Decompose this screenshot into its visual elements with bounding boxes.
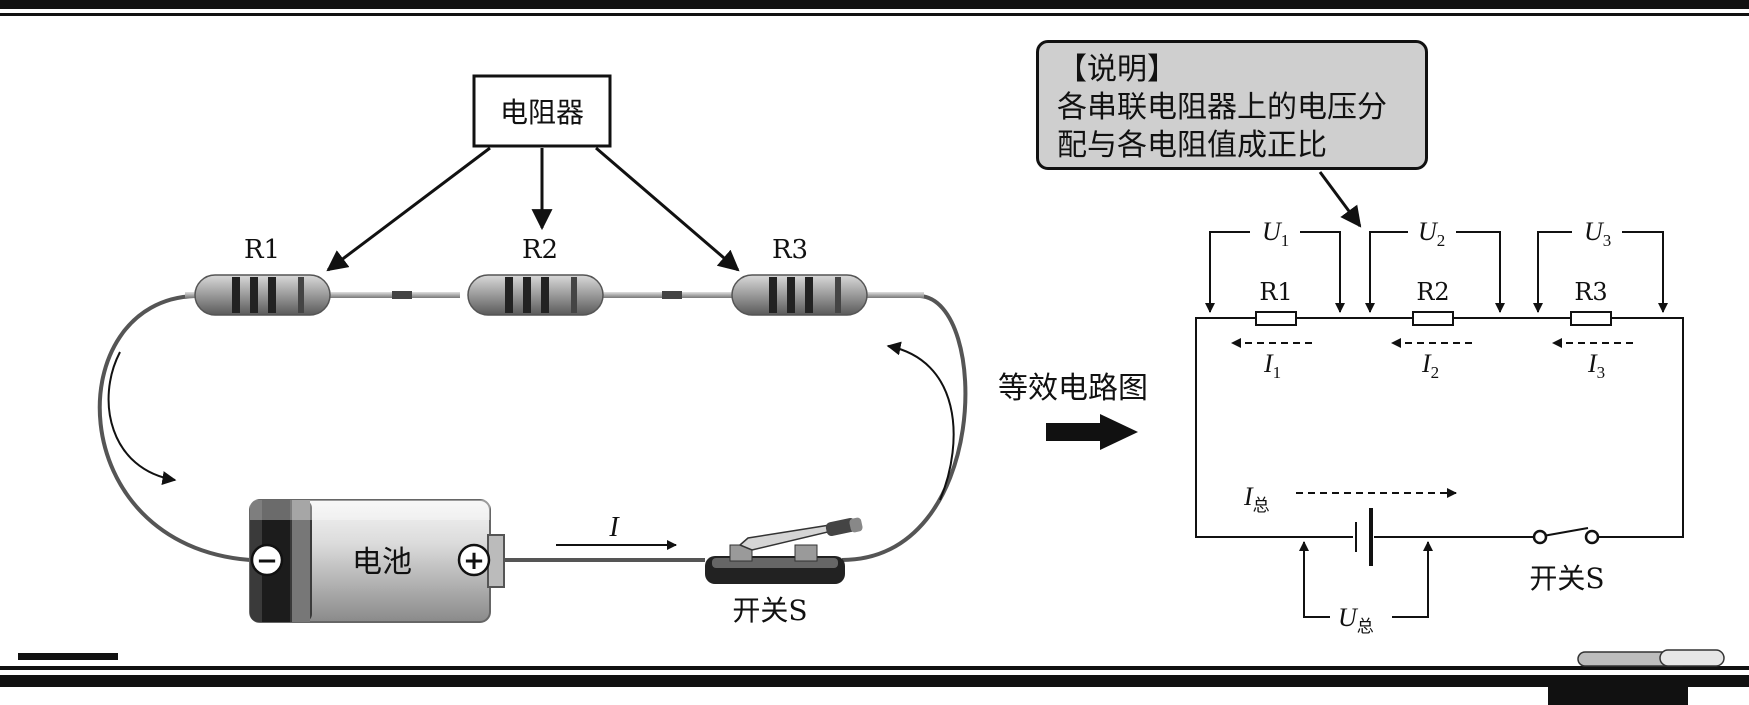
equiv-arrow <box>1046 414 1138 450</box>
resistor-r1 <box>194 274 331 316</box>
voltage-bracket-u1 <box>1209 231 1341 310</box>
pen-decoration <box>1577 649 1725 667</box>
total-voltage-label: U总 <box>1338 603 1374 636</box>
voltage-label-u3: U3 <box>1584 217 1611 250</box>
schematic-label-r2: R2 <box>1416 278 1449 306</box>
wire-resistor-chain <box>185 291 924 299</box>
battery-label: 电池 <box>352 545 412 580</box>
equiv-label: 等效电路图 <box>998 371 1148 406</box>
current-label-i1: I1 <box>1263 349 1281 382</box>
svg-text:−: − <box>256 546 278 576</box>
schematic-resistor-r3 <box>1570 311 1612 326</box>
top-border <box>0 0 1749 16</box>
schematic-label-r1: R1 <box>1259 278 1292 306</box>
note-pointer-arrow <box>1318 171 1362 228</box>
explanation-note: 【说明】 各串联电阻器上的电压分 配与各电阻值成正比 <box>1036 40 1428 170</box>
current-label-i3: I3 <box>1587 349 1605 382</box>
resistor-r3 <box>731 274 868 316</box>
wire-right <box>841 294 968 562</box>
total-voltage-bracket <box>1303 548 1429 618</box>
wire-left <box>97 294 251 562</box>
resistor-box <box>472 74 612 148</box>
schematic-loop <box>1195 317 1684 538</box>
current-label-i2: I2 <box>1421 349 1439 382</box>
resistor-pointer-arrows <box>326 146 740 272</box>
schematic-battery <box>1355 508 1373 566</box>
total-current-label: I总 <box>1243 482 1270 515</box>
svg-text:+: + <box>463 546 485 576</box>
schematic-resistor-r1 <box>1255 311 1297 326</box>
note-title: 【说明】 <box>1057 52 1177 87</box>
note-line-2: 配与各电阻值成正比 <box>1057 128 1327 163</box>
resistor-r2 <box>467 274 604 316</box>
voltage-bracket-u2 <box>1369 231 1501 310</box>
flow-arrow-left <box>107 351 177 485</box>
battery-positive-terminal: + <box>457 543 491 577</box>
resistor-label-r1: R1 <box>244 235 280 265</box>
schematic-resistor-r2 <box>1412 311 1454 326</box>
resistor-label-r3: R3 <box>772 235 808 265</box>
voltage-label-u1: U1 <box>1262 217 1289 250</box>
flow-arrow-right <box>886 341 955 501</box>
battery-negative-terminal: − <box>250 543 284 577</box>
note-line-1: 各串联电阻器上的电压分 <box>1057 90 1387 125</box>
voltage-label-u2: U2 <box>1418 217 1445 250</box>
schematic-switch <box>1532 527 1600 545</box>
bottom-border <box>0 649 1749 705</box>
resistor-box-label: 电阻器 <box>500 96 584 129</box>
current-label: I <box>608 512 620 543</box>
resistor-label-r2: R2 <box>522 235 558 265</box>
schematic-label-r3: R3 <box>1574 278 1607 306</box>
voltage-bracket-u3 <box>1537 231 1664 310</box>
schematic-switch-label: 开关S <box>1529 562 1604 595</box>
switch-label: 开关S <box>732 594 807 627</box>
knife-switch <box>705 517 863 584</box>
